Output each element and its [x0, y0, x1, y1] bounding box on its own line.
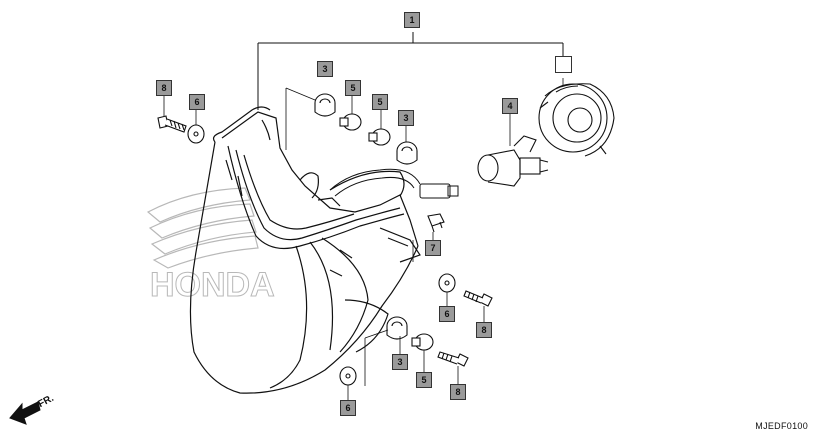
callout-part-1[interactable]: 1 [404, 12, 420, 28]
bolts [157, 115, 493, 367]
callout-part-3[interactable]: 3 [392, 354, 408, 370]
grommets [314, 93, 418, 340]
callout-part-1-sub[interactable] [555, 56, 572, 73]
front-direction-arrow-icon [9, 401, 41, 425]
watermark-text: HONDA [150, 266, 275, 304]
callout-part-3[interactable]: 3 [398, 110, 414, 126]
callout-part-5[interactable]: 5 [372, 94, 388, 110]
callout-part-6[interactable]: 6 [340, 400, 356, 416]
callout-part-8[interactable]: 8 [156, 80, 172, 96]
callout-part-4[interactable]: 4 [502, 98, 518, 114]
leader-lines [163, 78, 564, 400]
callout-part-7[interactable]: 7 [425, 240, 441, 256]
callout-part-6[interactable]: 6 [439, 306, 455, 322]
headlight-bulb [477, 135, 549, 187]
callout-part-5[interactable]: 5 [416, 372, 432, 388]
wire-clip [427, 213, 445, 233]
headlight-housing [189, 106, 421, 394]
wire-harness [329, 168, 459, 199]
callout-part-6[interactable]: 6 [189, 94, 205, 110]
collars [339, 113, 434, 351]
honda-watermark: HONDA [146, 187, 275, 305]
callout-part-8[interactable]: 8 [476, 322, 492, 338]
dust-cover [538, 83, 615, 157]
assembly-bracket-1 [257, 32, 564, 110]
callout-part-3[interactable]: 3 [317, 61, 333, 77]
callout-part-5[interactable]: 5 [345, 80, 361, 96]
callout-part-8[interactable]: 8 [450, 384, 466, 400]
catalog-code: MJEDF0100 [755, 421, 808, 431]
